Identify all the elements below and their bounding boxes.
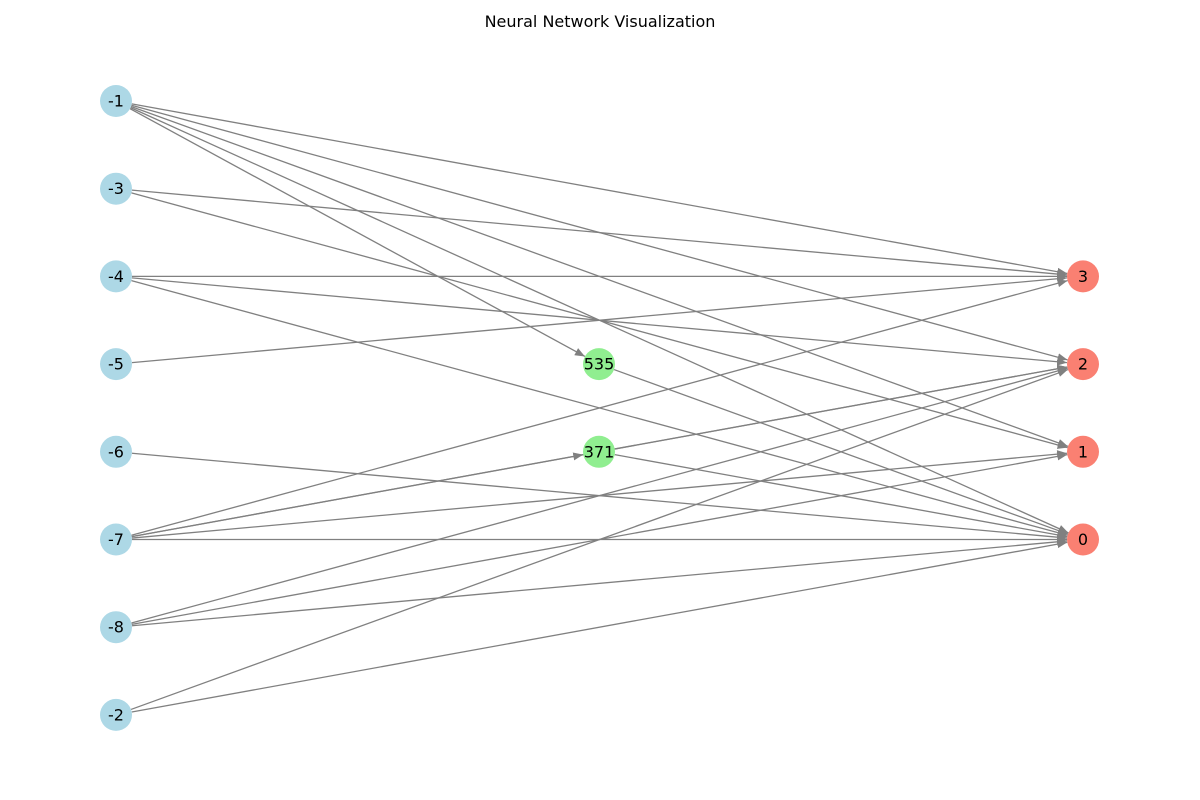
output-node-circle: [1067, 260, 1099, 293]
hidden-node-circle: [583, 435, 615, 468]
output-node-label: 3: [1078, 267, 1088, 286]
nodes-layer: 0 1 2 3 371 535 -1 -3 -4 -5 -6 -7 -8 -2: [100, 85, 1099, 731]
input-node: -3: [100, 172, 132, 205]
input-node-label: -3: [108, 179, 124, 198]
edge--1-to-535: [129, 108, 586, 358]
input-node-label: -5: [108, 355, 124, 374]
edge--3-to-3: [131, 189, 1068, 279]
hidden-node-label: 535: [584, 355, 615, 374]
output-node: 1: [1067, 435, 1099, 468]
input-node-label: -2: [108, 705, 124, 724]
output-node-label: 0: [1078, 530, 1088, 549]
edge--8-to-2: [131, 367, 1068, 624]
edges-layer: [129, 103, 1069, 713]
edge--8-to-0: [131, 537, 1068, 627]
edge--2-to-0: [131, 540, 1068, 713]
output-node: 3: [1067, 260, 1099, 293]
input-node-label: -1: [108, 92, 124, 111]
output-node-label: 1: [1078, 442, 1088, 461]
edge--5-to-3: [131, 274, 1068, 364]
edge--7-to-371: [131, 452, 584, 538]
input-node-circle: [100, 348, 132, 381]
input-node-label: -8: [108, 618, 124, 637]
edge--1-to-3: [131, 103, 1068, 276]
hidden-node-label: 371: [584, 442, 615, 461]
output-node-circle: [1067, 435, 1099, 468]
edge--2-to-2: [130, 368, 1069, 711]
edge--7-to-3: [131, 279, 1068, 536]
input-node: -4: [100, 260, 132, 293]
edge-371-to-2: [614, 364, 1068, 450]
input-node: -8: [100, 611, 132, 644]
input-node-circle: [100, 435, 132, 468]
input-node: -1: [100, 85, 132, 117]
input-node: -5: [100, 348, 132, 381]
hidden-node: 535: [583, 348, 615, 381]
edge-535-to-0: [613, 368, 1069, 535]
output-node: 2: [1067, 348, 1099, 381]
hidden-node-circle: [583, 348, 615, 381]
input-node-label: -6: [108, 442, 124, 461]
input-node-circle: [100, 523, 132, 556]
output-node: 0: [1067, 523, 1099, 556]
page-title: Neural Network Visualization: [484, 12, 716, 31]
output-node-label: 2: [1078, 355, 1088, 374]
input-node: -7: [100, 523, 132, 556]
input-node: -6: [100, 435, 132, 468]
hidden-node: 371: [583, 435, 615, 468]
input-node-label: -4: [108, 267, 124, 286]
input-node-circle: [100, 698, 132, 731]
input-node-circle: [100, 172, 132, 205]
input-node-label: -7: [108, 530, 124, 549]
input-node-circle: [100, 611, 132, 644]
input-node-circle: [100, 85, 132, 117]
edge-371-to-0: [614, 454, 1068, 539]
output-node-circle: [1067, 348, 1099, 381]
output-node-circle: [1067, 523, 1099, 556]
input-node: -2: [100, 698, 132, 731]
input-node-circle: [100, 260, 132, 293]
